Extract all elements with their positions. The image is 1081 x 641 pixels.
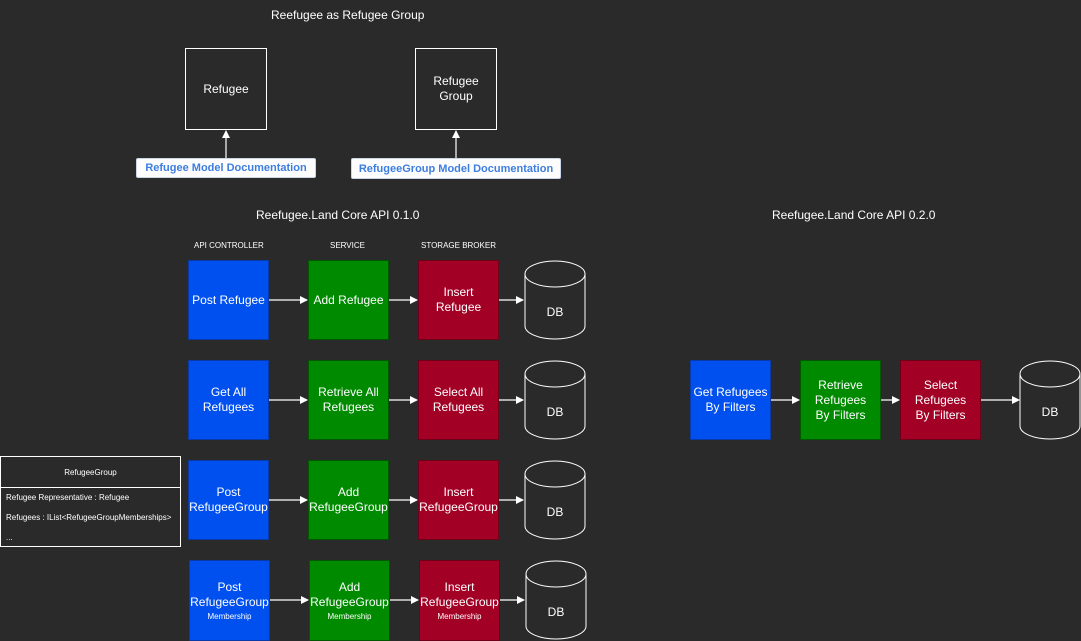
node-label: Insert RefugeeGroup [420,579,499,609]
node-sublabel: Membership [207,611,252,621]
api-controller-header: API CONTROLLER [194,241,264,250]
node-label: Post RefugeeGroup [189,485,268,514]
node-label: Select All Refugees [432,385,485,414]
insert-refugee-group-node: Insert RefugeeGroup [418,460,499,540]
class-field: Refugee Representative : Refugee [6,493,130,502]
refugee-group-class-box: RefugeeGroup Refugee Representative : Re… [0,456,181,547]
node-label: Insert Refugee [435,285,482,314]
add-refugee-group-node: Add RefugeeGroup [308,460,389,540]
post-refugee-node: Post Refugee [188,260,269,340]
api-v020-title: Reefugee.Land Core API 0.2.0 [772,208,936,222]
get-all-refugees-node: Get All Refugees [188,360,269,440]
refugee-model-doc-link[interactable]: Refugee Model Documentation [136,158,316,178]
node-label: Insert RefugeeGroup [419,485,498,514]
db-label: DB [1041,405,1059,419]
node-label: Get All Refugees [202,385,255,414]
node-label: Post Refugee [192,292,265,307]
node-sublabel: Membership [437,611,482,621]
db-label: DB [546,305,564,319]
node-label: Add RefugeeGroup [309,485,388,514]
node-label: Select Refugees By Filters [914,377,967,422]
class-field: ... [6,533,13,542]
service-header: SERVICE [330,241,365,250]
post-refugee-group-membership-node: Post RefugeeGroup Membership [189,560,270,641]
refugee-group-model-label: Refugee Group [433,74,479,103]
db-cylinder-icon [524,360,586,440]
db-cylinder-icon [1019,360,1081,440]
class-name: RefugeeGroup [1,457,180,488]
node-label: Add RefugeeGroup [310,579,389,609]
node-label: Retrieve Refugees By Filters [814,377,867,422]
select-refugees-by-filters-node: Select Refugees By Filters [900,360,981,440]
insert-refugee-node: Insert Refugee [418,260,499,340]
node-label: Add Refugee [313,292,384,307]
select-all-refugees-node: Select All Refugees [418,360,499,440]
refugee-group-model-doc-link[interactable]: RefugeeGroup Model Documentation [351,158,561,179]
get-refugees-by-filters-node: Get Refugees By Filters [690,360,771,440]
db-cylinder-icon [524,260,586,340]
db-label: DB [547,605,565,619]
node-sublabel: Membership [327,611,372,621]
refugee-group-model-box: Refugee Group [415,48,497,130]
db-cylinder-icon [525,560,587,640]
db-label: DB [546,405,564,419]
node-label: Retrieve All Refugees [318,385,379,414]
node-label: Post RefugeeGroup [190,579,269,609]
class-field: Refugees : IList<RefugeeGroupMemberships… [6,513,172,522]
refugee-model-box: Refugee [185,48,267,130]
refugee-model-label: Refugee [203,81,249,96]
retrieve-refugees-by-filters-node: Retrieve Refugees By Filters [800,360,881,440]
node-label: Get Refugees By Filters [693,385,768,414]
insert-refugee-group-membership-node: Insert RefugeeGroup Membership [419,560,500,641]
add-refugee-group-membership-node: Add RefugeeGroup Membership [309,560,390,641]
add-refugee-node: Add Refugee [308,260,389,340]
db-cylinder-icon [524,460,586,540]
db-label: DB [546,505,564,519]
api-v010-title: Reefugee.Land Core API 0.1.0 [256,208,420,222]
retrieve-all-refugees-node: Retrieve All Refugees [308,360,389,440]
diagram-title: Reefugee as Refugee Group [271,8,425,22]
storage-broker-header: STORAGE BROKER [421,241,496,250]
post-refugee-group-node: Post RefugeeGroup [188,460,269,540]
